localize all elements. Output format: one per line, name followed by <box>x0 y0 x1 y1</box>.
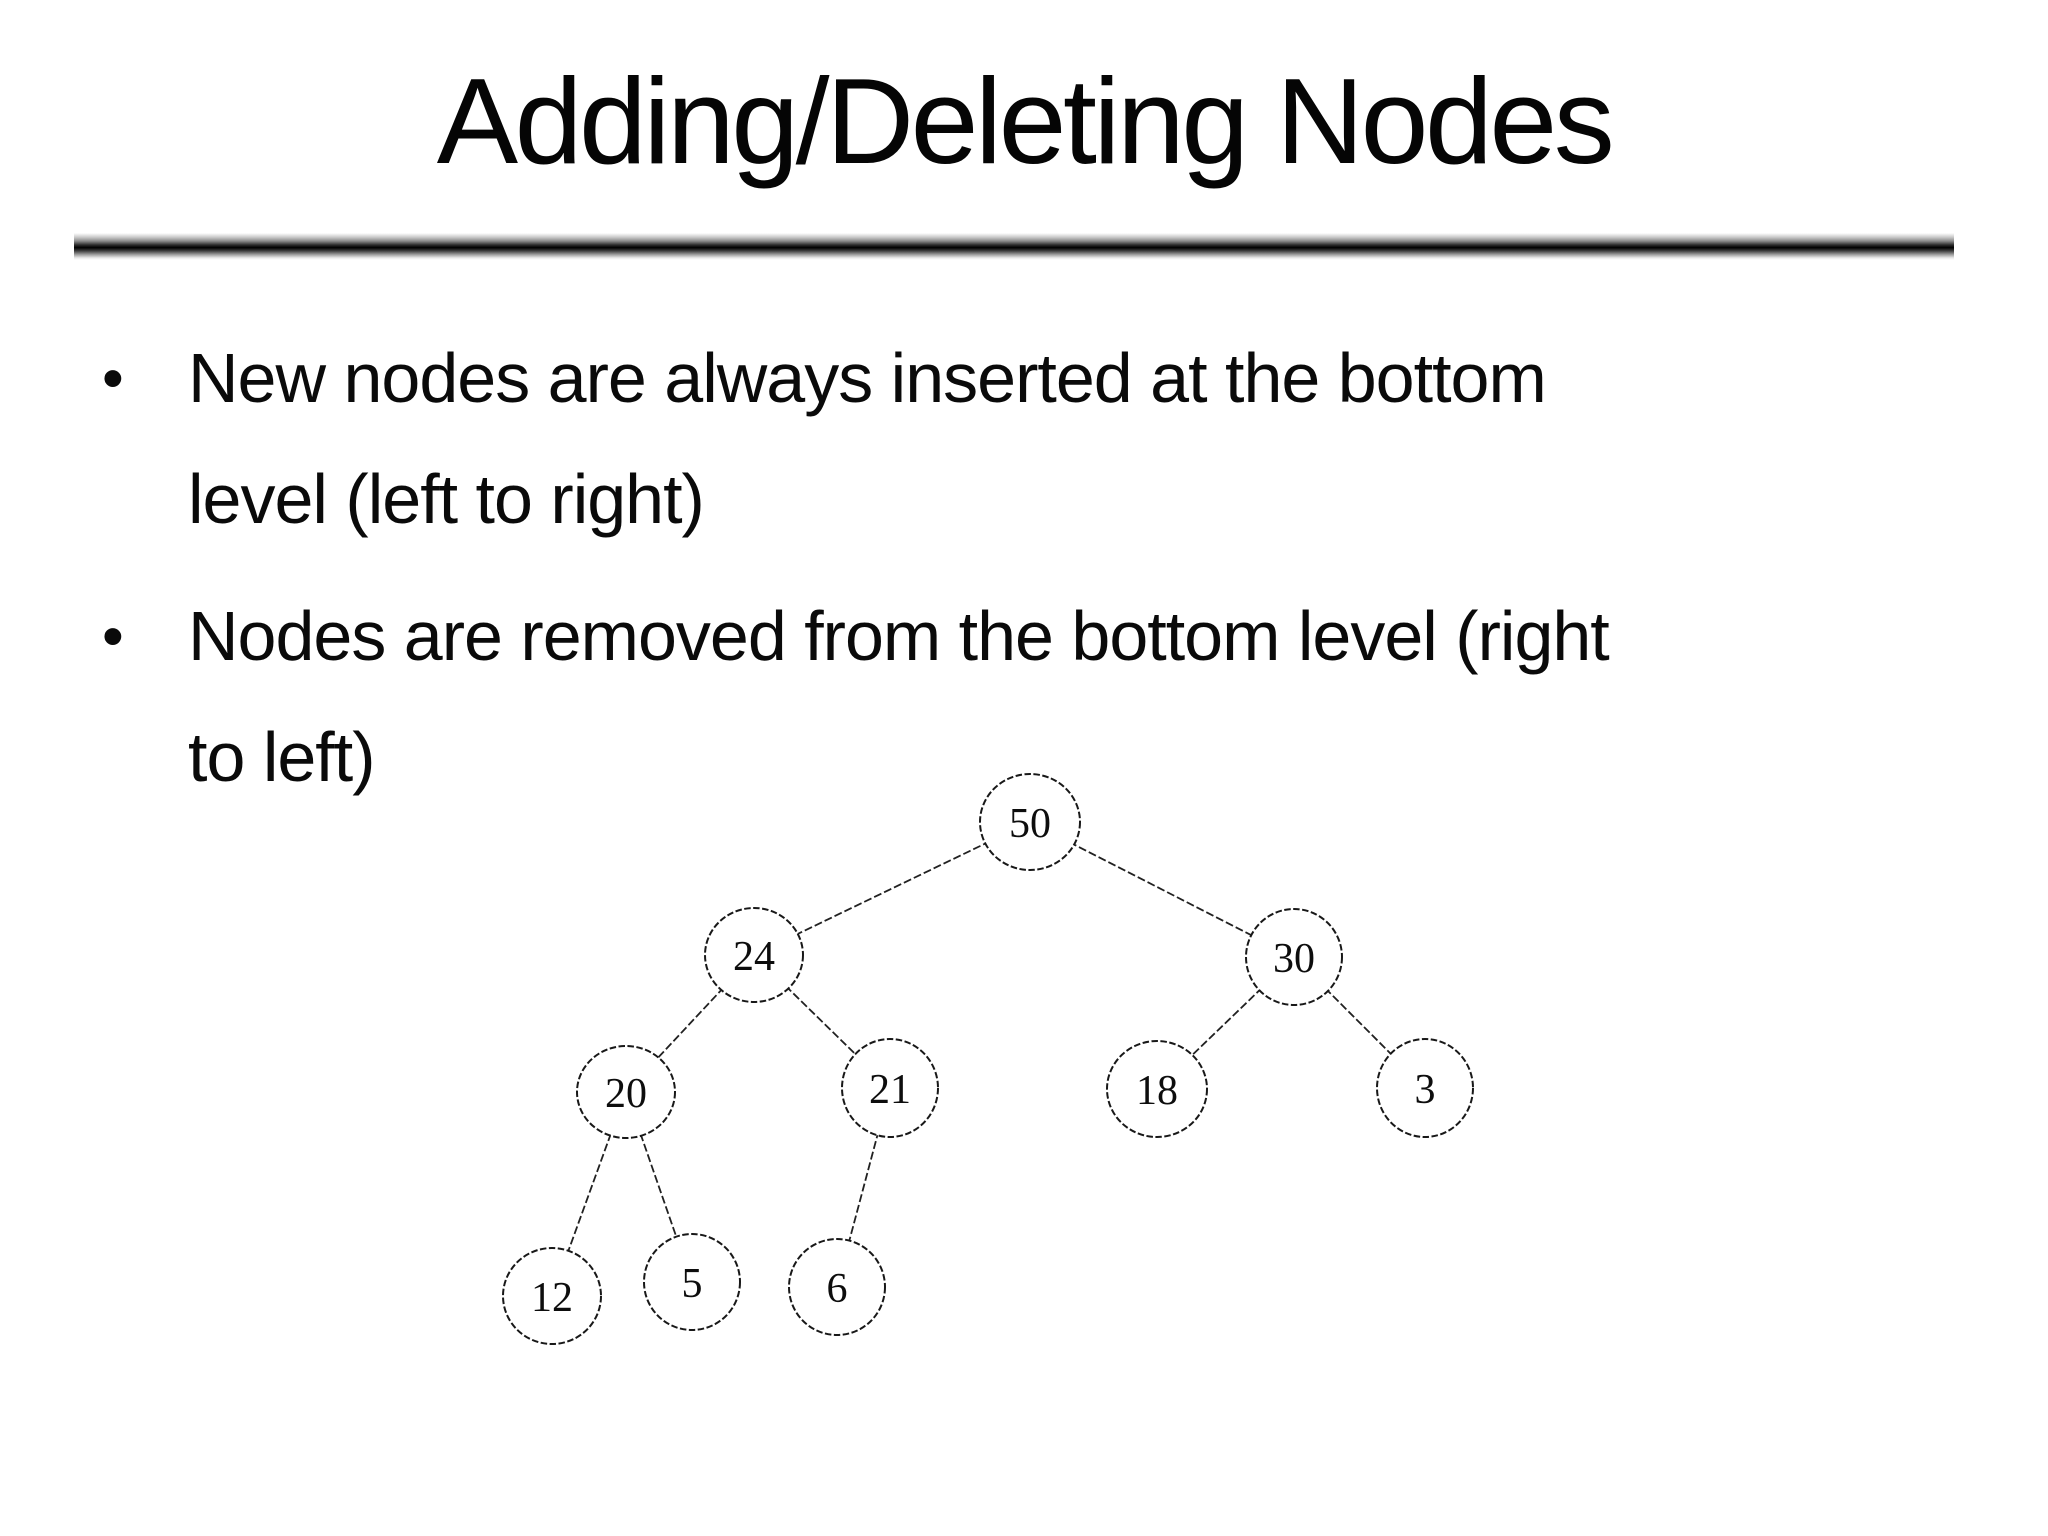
tree-node-circle <box>841 1038 939 1138</box>
tree-node-label: 50 <box>1009 801 1051 847</box>
tree-node-label: 3 <box>1415 1067 1436 1113</box>
tree-node-circle <box>788 1238 886 1336</box>
tree-node-circle <box>643 1233 741 1331</box>
bullet-item: • New nodes are always inserted at the b… <box>92 318 1912 560</box>
tree-node-label: 30 <box>1273 936 1315 982</box>
tree-node-label: 12 <box>531 1275 573 1321</box>
bullet-line: to left) <box>188 718 376 796</box>
tree-node-circle <box>1245 908 1343 1006</box>
tree-node-circle <box>1376 1038 1474 1138</box>
bullet-line: New nodes are always inserted at the bot… <box>188 339 1547 417</box>
bullet-list: • New nodes are always inserted at the b… <box>92 318 1912 818</box>
tree-node-label: 20 <box>605 1071 647 1117</box>
tree-edge <box>753 821 1031 956</box>
bullet-line: Nodes are removed from the bottom level … <box>188 597 1610 675</box>
bullet-text: Nodes are removed from the bottom level … <box>188 576 1912 818</box>
tree-node-circle <box>502 1247 602 1345</box>
tree-node-circle <box>1106 1040 1208 1138</box>
tree-node-circle <box>979 773 1081 871</box>
title-divider <box>74 233 1954 260</box>
tree-node-circle <box>704 907 804 1003</box>
tree-node-label: 21 <box>869 1067 911 1113</box>
slide-title: Adding/Deleting Nodes <box>436 53 1615 189</box>
tree-node-label: 18 <box>1136 1068 1178 1114</box>
bullet-text: New nodes are always inserted at the bot… <box>188 318 1912 560</box>
bullet-marker: • <box>102 602 124 671</box>
tree-node-circle <box>576 1045 676 1139</box>
tree-node-label: 6 <box>827 1266 848 1312</box>
bullet-item: • Nodes are removed from the bottom leve… <box>92 576 1912 818</box>
tree-node-label: 24 <box>733 934 775 980</box>
tree-node-label: 5 <box>682 1261 703 1307</box>
bullet-marker: • <box>102 344 124 413</box>
bullet-line: level (left to right) <box>188 460 705 538</box>
